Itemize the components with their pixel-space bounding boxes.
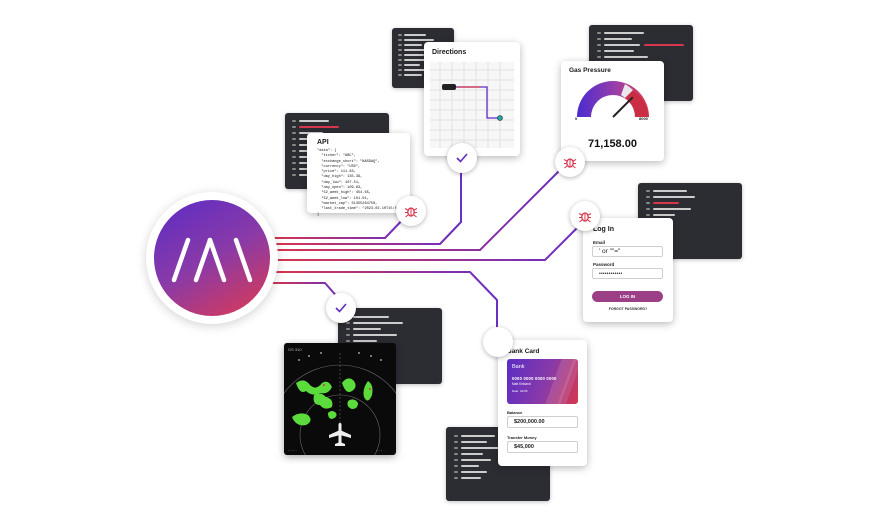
gauge-min-label: 0	[575, 116, 578, 121]
credit-card: Bank 0000 0000 0000 0000 Matt Kirkland D…	[507, 359, 578, 404]
svg-text:- - -: - - -	[376, 447, 383, 452]
directions-map	[430, 62, 514, 148]
forgot-password-link[interactable]: FORGOT PASSWORD?	[608, 307, 648, 311]
login-bug-badge	[570, 201, 600, 231]
gauge-bug-badge	[555, 147, 585, 177]
radar-check-badge	[326, 293, 356, 323]
weather-radar-display: GS 310 - - - - - - -	[284, 347, 396, 455]
directions-card: Directions	[424, 42, 520, 156]
gauge-dial	[577, 81, 649, 118]
balance-value: $200,000.00	[507, 416, 578, 428]
card-date-label: Date	[512, 389, 519, 393]
svg-text:GS 310: GS 310	[288, 347, 302, 352]
bank-badge-empty	[483, 327, 513, 357]
api-response-body: "data": { "ticker": "ABC", "exchange_sho…	[317, 149, 423, 217]
gauge-title: Gas Pressure	[569, 67, 611, 74]
line-directions	[275, 160, 462, 245]
card-number: 0000 0000 0000 0000	[512, 376, 557, 381]
bug-icon	[578, 212, 592, 223]
transfer-field[interactable]: $45,000	[507, 441, 578, 453]
svg-text:- - - -: - - - -	[288, 447, 297, 452]
gauge-card: Gas Pressure 0 8000 71,158.00	[561, 61, 664, 161]
login-title: Log In	[593, 226, 614, 233]
transfer-label: Transfer Money	[507, 435, 537, 440]
bug-icon	[563, 158, 577, 169]
line-bank	[275, 271, 498, 330]
login-email-label: Email	[593, 240, 606, 245]
airplane-icon	[329, 423, 351, 446]
api-card: API "data": { "ticker": "ABC", "exchange…	[307, 133, 423, 217]
login-password-field[interactable]: ••••••••••••	[592, 268, 663, 279]
logo-mark-icon	[171, 237, 253, 283]
card-bank-name: Bank	[512, 364, 525, 370]
login-email-field[interactable]: ' or ""="	[592, 246, 663, 257]
login-card: Log In Email ' or ""=" Password ••••••••…	[583, 218, 673, 322]
check-icon	[456, 153, 468, 163]
bank-card-panel: Bank Card Bank 0000 0000 0000 0000 Matt …	[498, 340, 587, 466]
line-login	[275, 222, 583, 261]
login-password-label: Password	[593, 262, 615, 267]
api-title: API	[317, 139, 329, 146]
login-button[interactable]: LOG IN	[592, 291, 663, 302]
directions-check-badge	[447, 143, 477, 173]
check-icon	[335, 303, 347, 313]
gauge-value: 71,158.00	[588, 138, 637, 150]
card-date: 01/35	[520, 389, 528, 393]
bug-icon	[404, 207, 418, 218]
directions-title: Directions	[432, 49, 467, 56]
bank-title: Bank Card	[507, 348, 540, 355]
line-gauge	[275, 161, 569, 251]
card-holder: Matt Kirkland	[512, 382, 531, 386]
balance-label: Balance	[507, 410, 523, 415]
gauge-max-label: 8000	[639, 116, 648, 121]
hub-logo	[154, 200, 270, 316]
api-bug-badge	[396, 196, 426, 226]
radar-screen: GS 310 - - - - - - -	[284, 343, 396, 455]
